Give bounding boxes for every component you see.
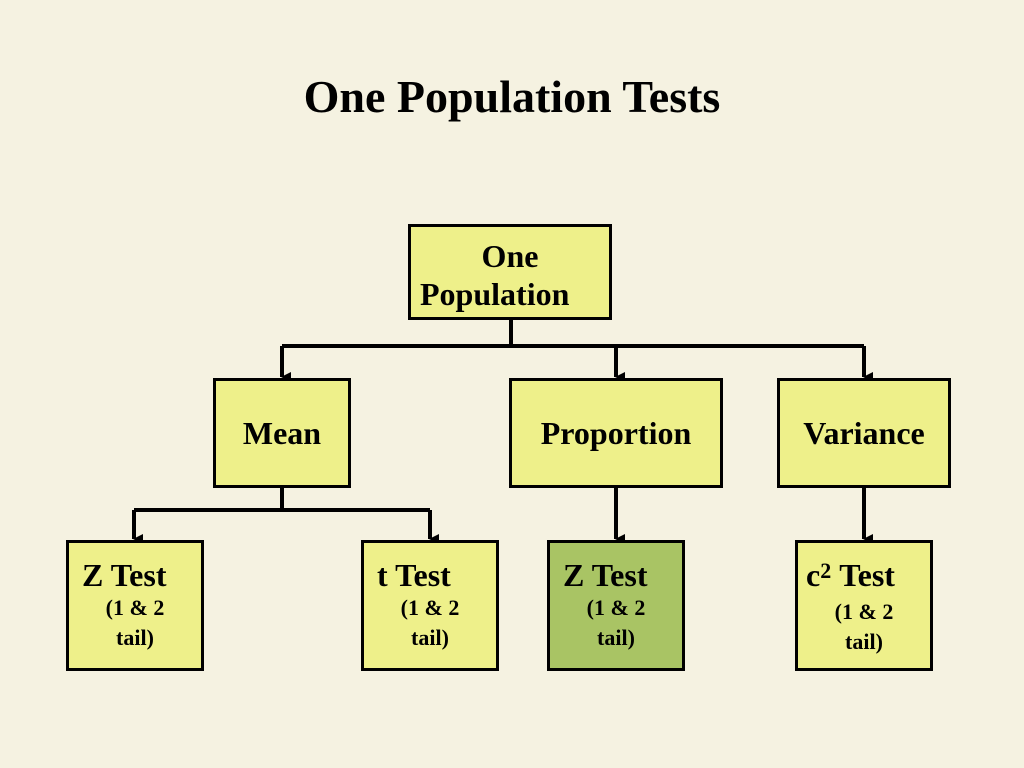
proportion-label: Proportion (540, 415, 692, 451)
mean-t-test-box: t Test (1 & 2 tail) (361, 540, 499, 671)
leaf-detail-line2: tail) (845, 629, 883, 654)
leaf-detail-line1: (1 & 2 (105, 595, 165, 620)
leaf-detail-line2: tail) (116, 625, 154, 650)
leaf-detail-line1: (1 & 2 (400, 595, 460, 620)
mean-box: Mean (213, 378, 351, 488)
proportion-box: Proportion (509, 378, 723, 488)
variance-box: Variance (777, 378, 951, 488)
leaf-test-label: t Test (377, 557, 451, 593)
chi-superscript: 2 (820, 558, 832, 583)
leaf-detail-line1: (1 & 2 (834, 599, 894, 624)
leaf-detail-line2: tail) (411, 625, 449, 650)
leaf-test-label: Test (839, 557, 895, 593)
root-label-line1: One (481, 238, 539, 274)
leaf-detail-line2: tail) (597, 625, 635, 650)
proportion-z-test-box: Z Test (1 & 2 tail) (547, 540, 685, 671)
variance-label: Variance (803, 415, 925, 451)
leaf-detail-line1: (1 & 2 (586, 595, 646, 620)
one-population-box: One Population (408, 224, 612, 320)
chi-square-test-box: c2 Test (1 & 2 tail) (795, 540, 933, 671)
diagram-title: One Population Tests (303, 71, 721, 122)
mean-z-test-box: Z Test (1 & 2 tail) (66, 540, 204, 671)
mean-label: Mean (242, 415, 322, 451)
leaf-test-label-row: c2 Test (798, 557, 930, 597)
root-label-line2: Population (420, 276, 570, 312)
leaf-test-label: Z Test (563, 557, 648, 593)
leaf-test-label: Z Test (82, 557, 167, 593)
chi-symbol: c (806, 557, 821, 593)
